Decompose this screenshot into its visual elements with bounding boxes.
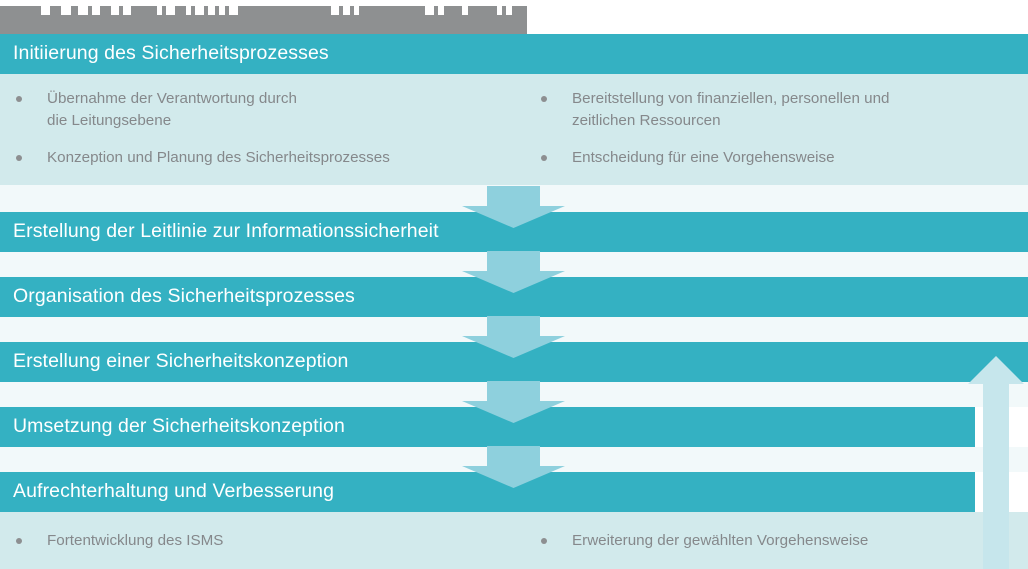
- bullet-dot-icon: [541, 96, 547, 102]
- list-item: Bereitstellung von finanziellen, persone…: [541, 88, 1011, 131]
- down-arrow-connector-1: [462, 186, 565, 228]
- step-label-aufrechterhaltung: Aufrechterhaltung und Verbesserung: [13, 480, 335, 503]
- redaction-baseline: [0, 15, 527, 34]
- bottom-bullet-panel-background: [0, 512, 1028, 569]
- bullet-dot-icon: [541, 155, 547, 161]
- redaction-block: [175, 6, 186, 19]
- redaction-block: [191, 6, 195, 19]
- list-item: Übernahme der Verantwortung durch die Le…: [16, 88, 496, 131]
- redaction-block: [512, 6, 527, 19]
- step-label-organisation: Organisation des Sicherheitsprozesses: [13, 285, 355, 308]
- redaction-block: [71, 6, 78, 19]
- redaction-block: [100, 6, 111, 19]
- redaction-block: [0, 6, 41, 19]
- redaction-block: [468, 6, 497, 19]
- redaction-block: [359, 6, 425, 19]
- bullet-text: Bereitstellung von finanziellen, persone…: [572, 90, 890, 129]
- step-label-leitlinie: Erstellung der Leitlinie zur Information…: [13, 220, 439, 243]
- bullet-list-aufrechterhaltung-left: Fortentwicklung des ISMS: [16, 530, 496, 552]
- redaction-block: [225, 6, 229, 19]
- step-band-umsetzung[interactable]: Umsetzung der Sicherheitskonzeption: [0, 407, 975, 447]
- bullet-text: Übernahme der Verantwortung durch die Le…: [47, 90, 297, 129]
- bullet-dot-icon: [16, 155, 22, 161]
- redacted-title-bar: [0, 6, 527, 34]
- step-band-aufrechterhaltung[interactable]: Aufrechterhaltung und Verbesserung: [0, 472, 975, 512]
- redaction-block: [444, 6, 462, 19]
- redaction-block: [50, 6, 61, 19]
- list-item: Entscheidung für eine Vorgehensweise: [541, 147, 1011, 169]
- redaction-block: [88, 6, 92, 19]
- down-arrow-connector-5: [462, 446, 565, 488]
- bullet-list-aufrechterhaltung-right: Erweiterung der gewählten Vorgehensweise: [541, 530, 1011, 552]
- redaction-block: [238, 6, 331, 19]
- step-label-umsetzung: Umsetzung der Sicherheitskonzeption: [13, 415, 345, 438]
- bullet-dot-icon: [16, 96, 22, 102]
- redaction-block: [162, 6, 166, 19]
- redaction-block: [204, 6, 208, 19]
- redaction-block: [502, 6, 506, 19]
- step-band-leitlinie[interactable]: Erstellung der Leitlinie zur Information…: [0, 212, 1028, 252]
- bullet-dot-icon: [16, 538, 22, 544]
- bullet-dot-icon: [541, 538, 547, 544]
- step-band-initiierung[interactable]: Initiierung des Sicherheitsprozesses: [0, 34, 1028, 74]
- step-label-sicherheitskonzeption: Erstellung einer Sicherheitskonzeption: [13, 350, 349, 373]
- redaction-block: [350, 6, 354, 19]
- down-arrow-connector-2: [462, 251, 565, 293]
- feedback-up-arrow: [968, 356, 1024, 569]
- list-item: Erweiterung der gewählten Vorgehensweise: [541, 530, 1011, 552]
- bullet-text: Entscheidung für eine Vorgehensweise: [572, 149, 835, 166]
- redaction-block: [339, 6, 343, 19]
- bullet-text: Erweiterung der gewählten Vorgehensweise: [572, 532, 869, 549]
- redaction-block: [131, 6, 157, 19]
- down-arrow-connector-3: [462, 316, 565, 358]
- redaction-block: [119, 6, 123, 19]
- bullet-text: Fortentwicklung des ISMS: [47, 532, 224, 549]
- down-arrow-connector-4: [462, 381, 565, 423]
- bullet-list-initiierung-right: Bereitstellung von finanziellen, persone…: [541, 88, 1011, 169]
- redaction-block: [215, 6, 219, 19]
- redaction-block: [434, 6, 438, 19]
- list-item: Konzeption und Planung des Sicherheitspr…: [16, 147, 496, 169]
- step-label-initiierung: Initiierung des Sicherheitsprozesses: [13, 42, 329, 65]
- list-item: Fortentwicklung des ISMS: [16, 530, 496, 552]
- bullet-text: Konzeption und Planung des Sicherheitspr…: [47, 149, 390, 166]
- bullet-list-initiierung-left: Übernahme der Verantwortung durch die Le…: [16, 88, 496, 169]
